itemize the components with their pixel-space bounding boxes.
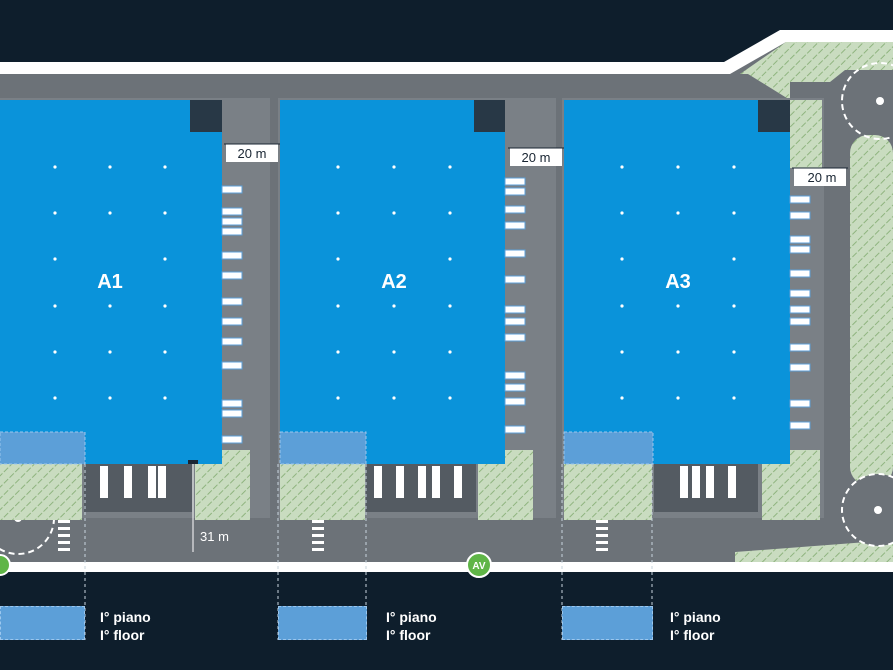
green-a1-left: [0, 464, 82, 520]
green-a2-left: [280, 464, 365, 520]
pedestrian-crossings: [58, 520, 608, 551]
green-area-bottom-right: [735, 540, 893, 562]
truck-slots-a3: [680, 466, 736, 498]
building-label-a1: A1: [97, 271, 123, 293]
office-a2: [279, 431, 367, 465]
building-label-a2: A2: [381, 271, 407, 293]
green-a3-left: [564, 464, 652, 520]
building-label-a3: A3: [665, 271, 691, 293]
building-a1-block: A1: [0, 98, 270, 520]
building-a3-block: A3: [562, 98, 824, 520]
dimension-20m-a2-a3: 20 m: [508, 147, 564, 166]
dimension-label-a1-a2: 20 m: [238, 146, 267, 161]
roundabout-top-right: [841, 62, 893, 140]
corner-block-a3: [758, 100, 790, 132]
column-grid: [53, 165, 736, 400]
floor-label-en: I° floor: [100, 627, 145, 643]
building-a2: [280, 100, 505, 464]
dimension-20m-a1-a2: 20 m: [224, 143, 280, 162]
dimension-20m-a3-side: 20 m: [792, 167, 848, 186]
corner-block-a2: [474, 100, 505, 132]
floor-swatch-a2: [278, 606, 367, 640]
floor-label-it: I° piano: [100, 609, 151, 625]
floor-legend-a3: I° piano I° floor: [670, 608, 721, 644]
floor-legend-a1: I° piano I° floor: [100, 608, 151, 644]
corner-block-a1: [190, 100, 222, 132]
access-badge-center: AV: [466, 552, 492, 578]
building-a3: [564, 100, 790, 464]
building-a2-block: A2: [278, 98, 556, 520]
floor-legend-a2: I° piano I° floor: [386, 608, 437, 644]
floor-label-it: I° piano: [670, 609, 721, 625]
office-a3: [563, 431, 654, 465]
floor-swatch-a3: [562, 606, 653, 640]
access-badge-label: AV: [472, 561, 485, 572]
dock-doors-a3: [789, 195, 811, 430]
floor-label-en: I° floor: [386, 627, 431, 643]
green-a3-side: [790, 100, 822, 168]
roundabout-bottom-right: [841, 473, 893, 547]
floor-swatch-a1: [0, 606, 85, 640]
dimension-label-front-a1: 31 m: [200, 529, 229, 544]
truck-slots-a2: [374, 466, 462, 498]
green-area-right-strip: [850, 135, 893, 485]
floor-label-it: I° piano: [386, 609, 437, 625]
building-a1: [0, 100, 222, 464]
floor-label-en: I° floor: [670, 627, 715, 643]
green-area-top-right: [740, 42, 893, 100]
dock-doors-a2: [504, 177, 526, 434]
dimension-31m-a1: 31 m: [188, 460, 229, 552]
dimension-label-a2-a3: 20 m: [522, 150, 551, 165]
dimension-label-a3-side: 20 m: [808, 170, 837, 185]
office-a1: [0, 431, 86, 465]
access-badge-left: [0, 554, 11, 576]
truck-slots-a1: [100, 466, 166, 498]
dock-doors-a1: [221, 185, 243, 444]
